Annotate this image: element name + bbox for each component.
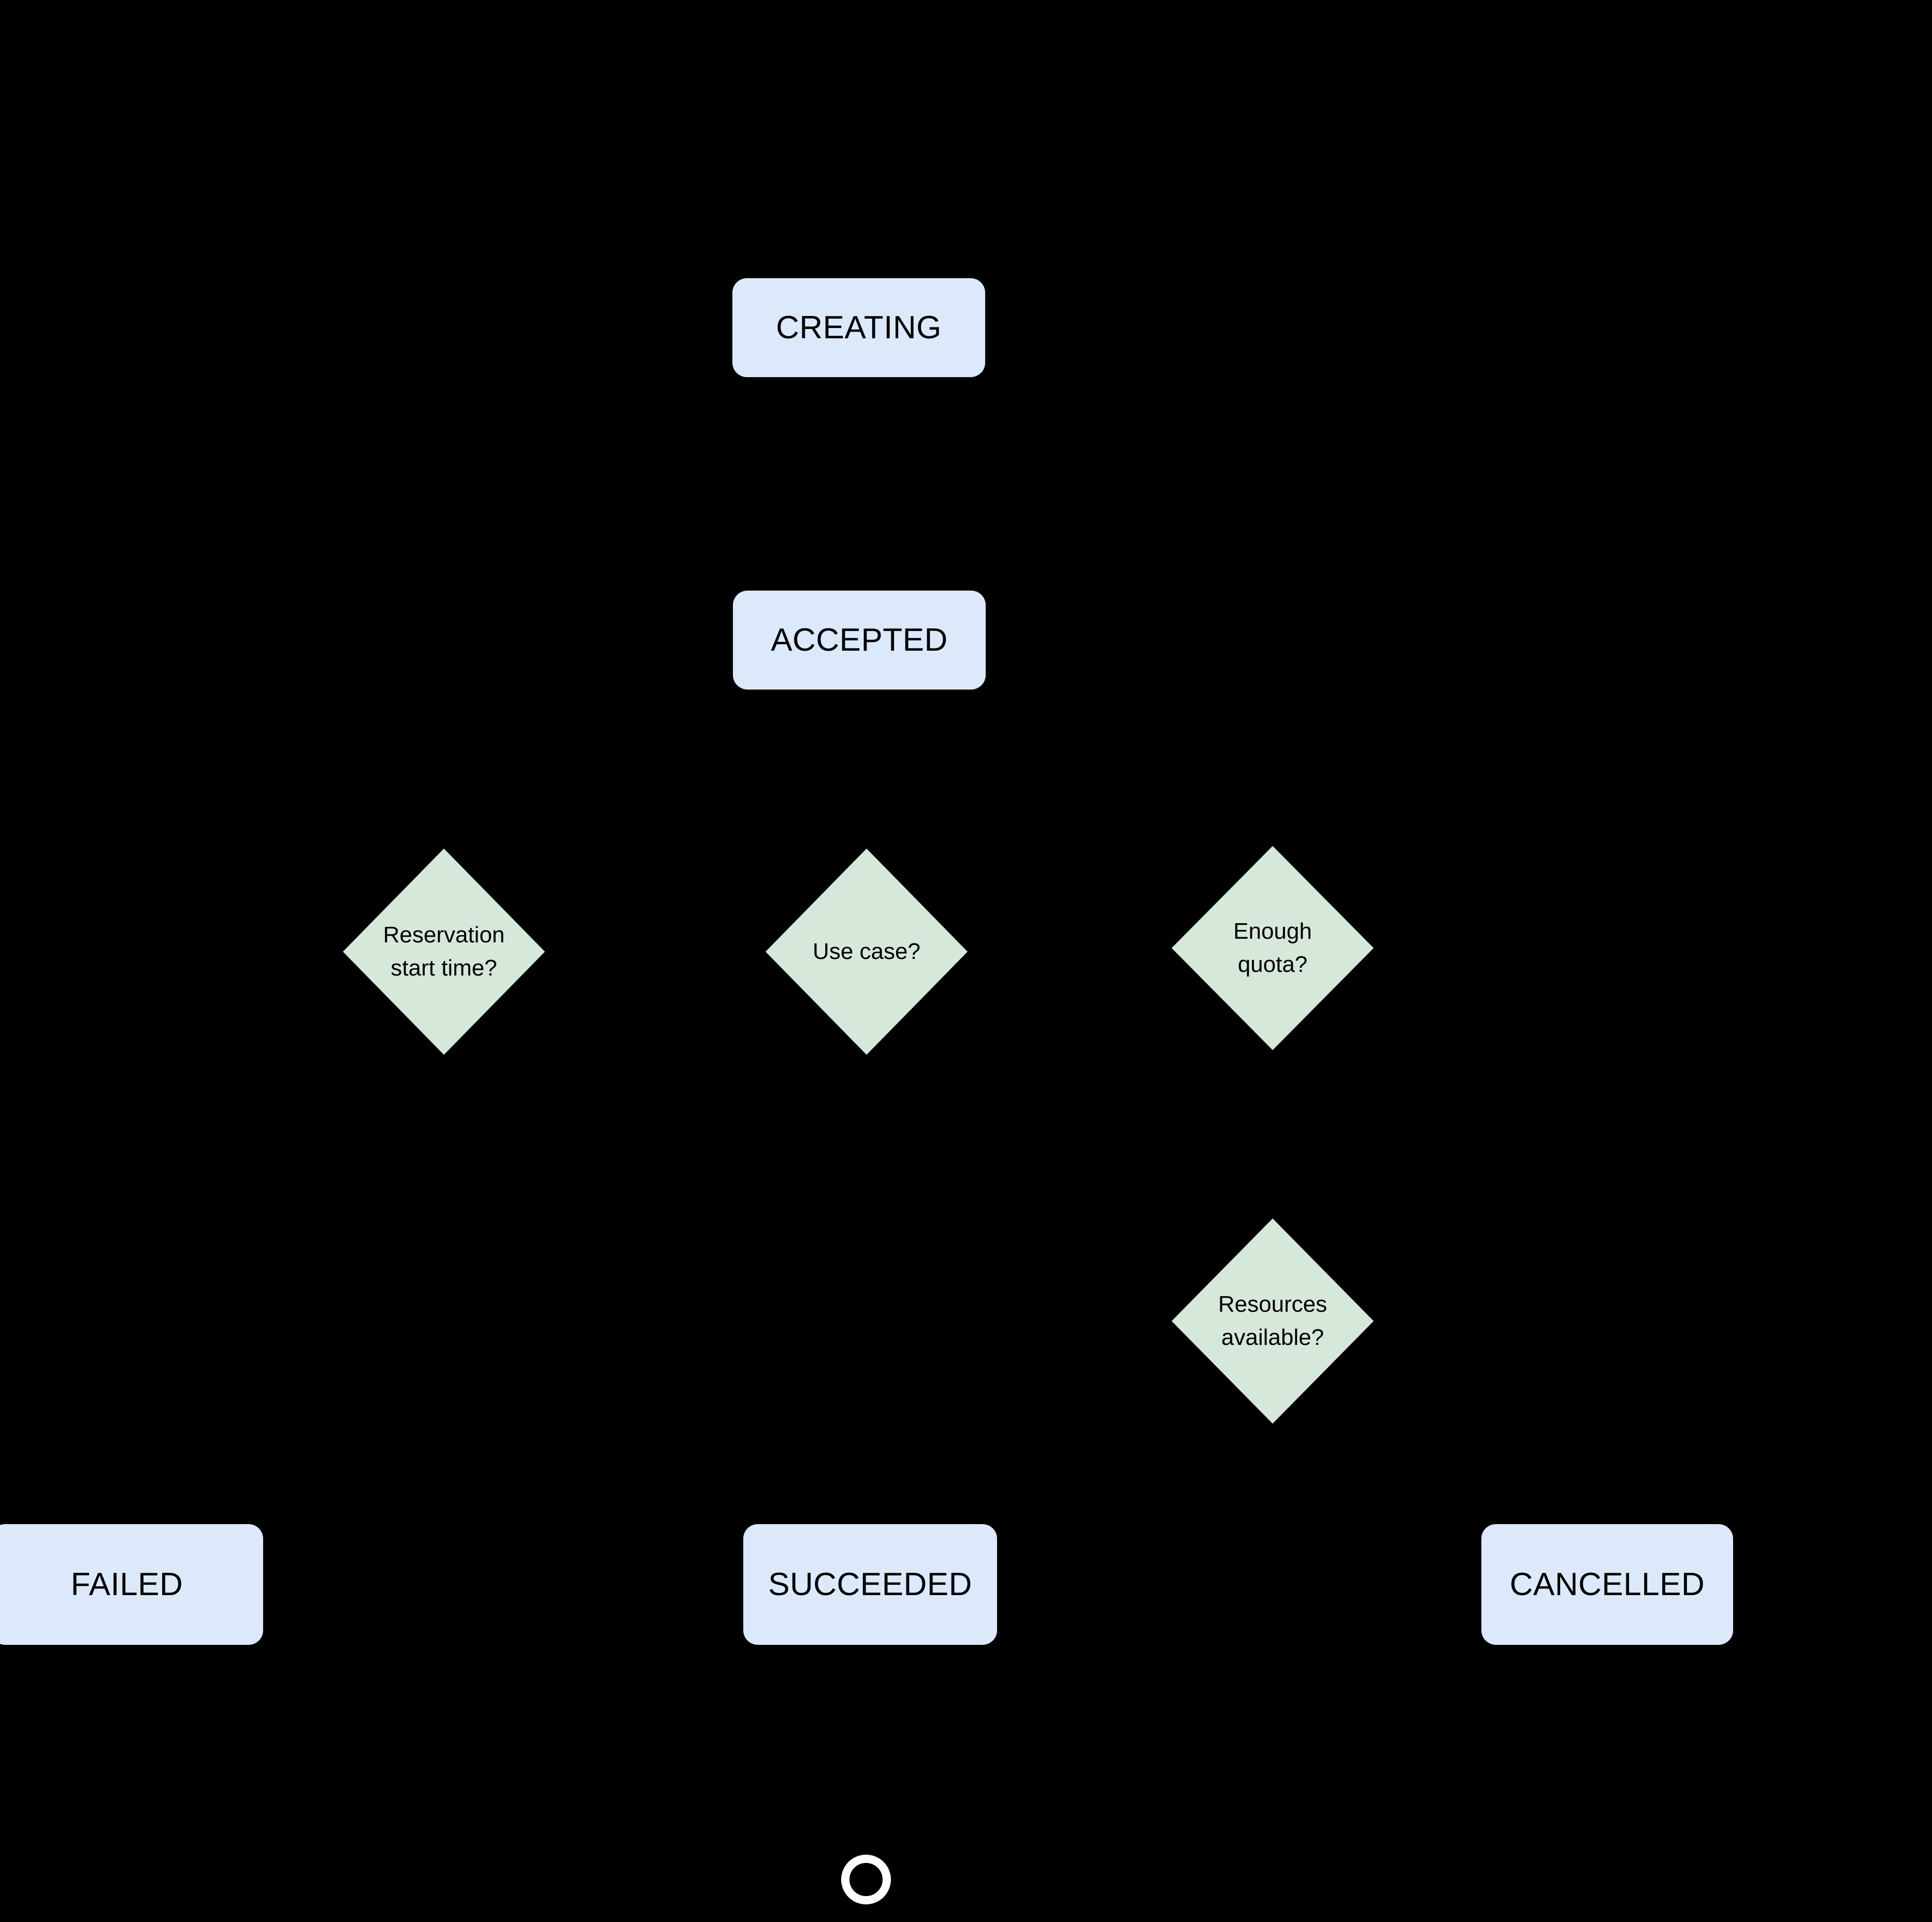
state-node-cancelled[interactable]: CANCELLED — [1481, 1524, 1733, 1645]
decision-label-resources-available: Resources available? — [1218, 1292, 1328, 1350]
state-label-creating: CREATING — [776, 309, 942, 346]
state-node-accepted[interactable]: ACCEPTED — [733, 591, 986, 690]
decision-node-reservation-start-time[interactable]: Reservation start time? — [343, 849, 545, 1055]
decision-label-use-case: Use case? — [813, 939, 920, 965]
decision-node-resources-available[interactable]: Resources available? — [1172, 1218, 1374, 1424]
state-label-succeeded: SUCCEEDED — [768, 1566, 972, 1602]
decision-label-enough-quota: Enough quota? — [1233, 919, 1312, 977]
end-terminal-circle-icon[interactable] — [841, 1855, 891, 1904]
edge-accepted-to-use-case — [843, 689, 885, 848]
state-label-accepted: ACCEPTED — [771, 622, 948, 658]
edge-accepted-to-enough-quota — [857, 690, 1293, 845]
edge-resources-available-to-cancelled — [1270, 1424, 1628, 1523]
state-label-failed: FAILED — [70, 1566, 183, 1602]
state-label-cancelled: CANCELLED — [1509, 1566, 1705, 1602]
decision-node-use-case[interactable]: Use case? — [766, 849, 968, 1055]
state-node-failed[interactable]: FAILED — [0, 1524, 263, 1645]
decision-label-reservation-start-time: Reservation start time? — [383, 922, 505, 981]
edge-succeeded-to-end — [846, 1644, 888, 1854]
edge-accepted-to-reservation-start-time — [423, 690, 861, 848]
edge-reservation-start-time-to-failed — [111, 1055, 446, 1523]
edge-use-case-to-succeeded — [849, 1054, 891, 1523]
state-node-creating[interactable]: CREATING — [732, 278, 985, 377]
decision-node-enough-quota[interactable]: Enough quota? — [1172, 846, 1374, 1050]
state-node-succeeded[interactable]: SUCCEEDED — [743, 1524, 997, 1645]
